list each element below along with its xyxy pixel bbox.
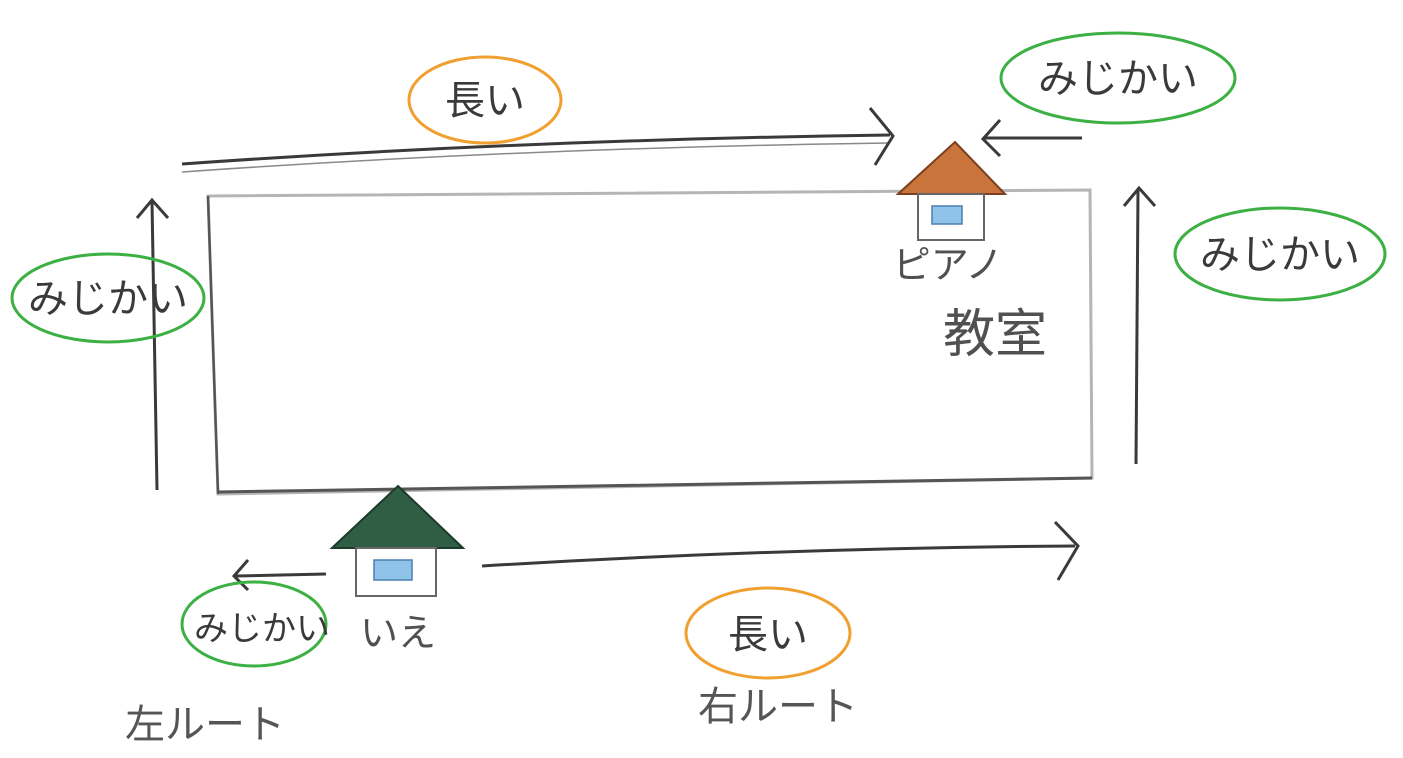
right-route-label: 右ルート [698,684,858,730]
piano-house-icon [895,140,1008,241]
bottom-route-arrow [481,520,1080,581]
left-short-label: みじかい [28,276,188,322]
classroom-label: 教室 [943,305,1047,365]
bottom-left-short-circle [180,580,328,668]
top-long-circle [407,55,563,145]
block-left-edge [206,195,220,495]
top-right-short-label: みじかい [1038,56,1198,102]
right-short-label: みじかい [1200,232,1360,278]
piano-label: ピアノ [893,243,1004,287]
left-route-arrow [135,197,170,491]
home-label: いえ [360,611,436,655]
left-route-label: 左ルート [125,702,285,748]
top-long-label: 長い [445,78,525,124]
top-route-arrow [181,107,895,173]
bottom-left-arrow [231,559,327,592]
home-house-icon [329,484,466,597]
right-short-circle [1173,206,1387,302]
left-short-circle [10,252,206,344]
right-route-arrow [1122,185,1157,465]
top-right-arrow [980,118,1082,158]
bottom-left-short-label: みじかい [194,609,330,649]
bottom-long-label: 長い [728,612,808,658]
bottom-long-circle [684,586,852,680]
top-right-short-circle [999,31,1237,125]
block-bottom-edge [217,476,1093,494]
